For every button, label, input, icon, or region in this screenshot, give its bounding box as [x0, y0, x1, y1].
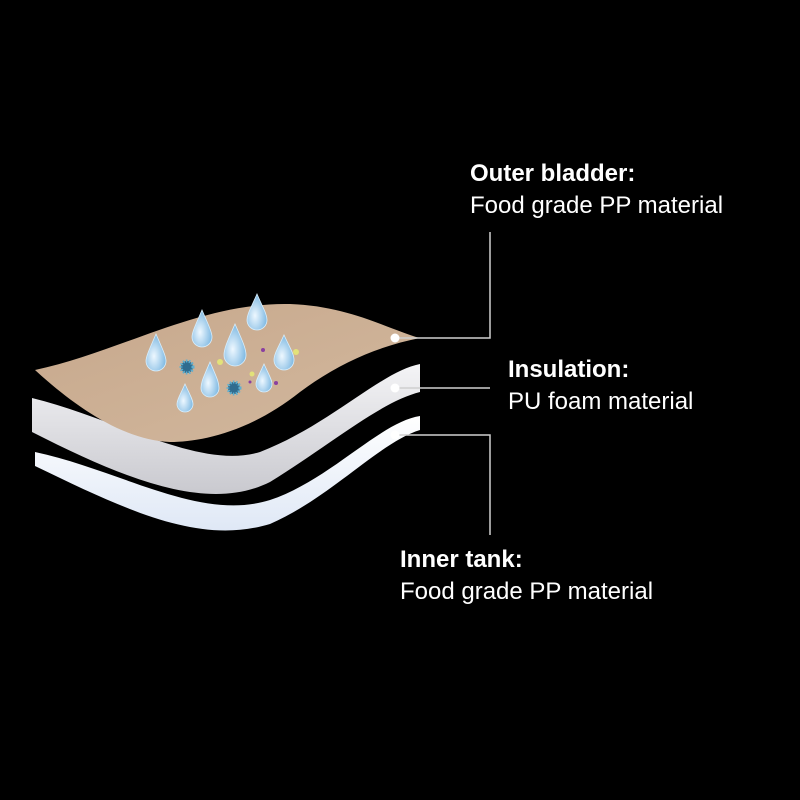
- droplet-icon: [191, 308, 213, 348]
- inner-tank-label: Inner tank: Food grade PP material: [400, 544, 653, 608]
- insulation-dot: [390, 383, 400, 393]
- inner-tank-title: Inner tank:: [400, 546, 523, 573]
- insulation-desc: PU foam material: [508, 388, 694, 415]
- droplet-icon: [145, 332, 167, 372]
- leader-dots: [390, 333, 400, 440]
- outer-bladder-layer: [35, 303, 420, 442]
- insulation-layer: [32, 364, 420, 494]
- bacteria-icon: [226, 380, 242, 396]
- droplet-icon: [176, 383, 194, 413]
- inner-tank-desc: Food grade PP material: [400, 578, 654, 605]
- outer-bladder-desc: Food grade PP material: [470, 192, 724, 219]
- outer-bladder-title: Outer bladder:: [470, 160, 636, 187]
- water-droplets: [145, 292, 295, 413]
- bacteria-particles: [179, 348, 299, 396]
- droplet-icon: [255, 363, 273, 393]
- inner-tank-layer: [35, 416, 420, 531]
- inner-leader-line: [395, 434, 491, 535]
- outer-leader-line: [395, 232, 491, 339]
- droplet-icon: [246, 292, 268, 331]
- droplet-icon: [200, 360, 220, 398]
- outer-bladder-label: Outer bladder: Food grade PP material: [470, 158, 723, 222]
- inner-dot: [390, 430, 400, 440]
- droplet-icon: [273, 334, 295, 371]
- bacteria-icon: [179, 359, 195, 375]
- insulation-label: Insulation: PU foam material: [508, 354, 693, 418]
- insulation-title: Insulation:: [508, 356, 630, 383]
- droplet-icon: [223, 323, 247, 367]
- outer-dot: [390, 333, 400, 343]
- leader-lines: [395, 232, 491, 535]
